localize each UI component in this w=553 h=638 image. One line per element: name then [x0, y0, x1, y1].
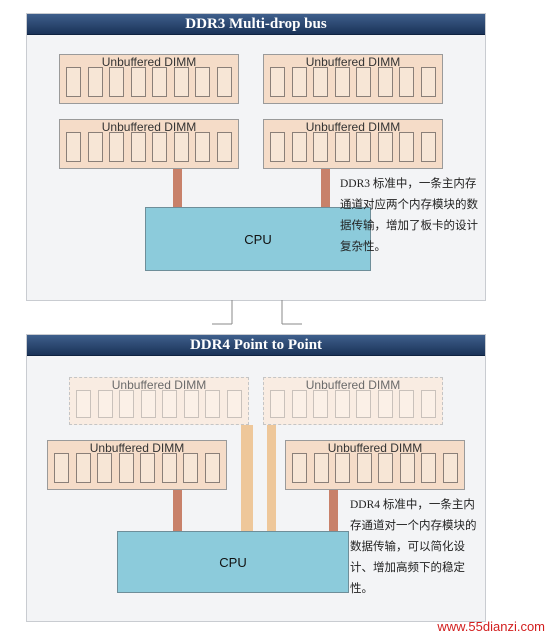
ddr3-bus-left	[173, 169, 182, 207]
memory-chip	[119, 390, 135, 418]
memory-chip	[334, 132, 350, 162]
ddr4-dimm-front-right: Unbuffered DIMM	[285, 440, 465, 490]
cpu-label: CPU	[219, 554, 247, 570]
memory-chip	[54, 453, 70, 483]
memory-chip	[205, 390, 221, 418]
memory-chip	[356, 132, 372, 162]
memory-chip	[87, 132, 103, 162]
memory-chip	[195, 132, 211, 162]
memory-chip	[76, 390, 92, 418]
memory-chip	[313, 67, 329, 97]
ddr3-dimm-top-right: Unbuffered DIMM	[263, 54, 443, 104]
memory-chip	[183, 453, 199, 483]
memory-chip	[118, 453, 134, 483]
memory-chip	[152, 132, 168, 162]
memory-chip	[75, 453, 91, 483]
memory-chip	[421, 453, 437, 483]
memory-chip	[377, 132, 393, 162]
dimm-label: Unbuffered DIMM	[111, 378, 207, 392]
memory-chip	[270, 67, 286, 97]
memory-chip	[66, 67, 82, 97]
memory-chip	[334, 67, 350, 97]
ddr4-dimm-front-left: Unbuffered DIMM	[47, 440, 227, 490]
ddr3-bus-right	[321, 169, 330, 207]
memory-chip	[313, 132, 329, 162]
memory-chip	[140, 390, 156, 418]
ddr3-panel-title: DDR3 Multi-drop bus	[27, 14, 485, 35]
memory-chip	[292, 453, 308, 483]
memory-chip	[335, 453, 351, 483]
dimm-label: Unbuffered DIMM	[327, 441, 423, 455]
memory-chip	[356, 67, 372, 97]
memory-chip	[442, 453, 458, 483]
ddr4-dimm-back-left: Unbuffered DIMM	[69, 377, 249, 425]
dimm-label: Unbuffered DIMM	[101, 120, 197, 134]
memory-chip	[87, 67, 103, 97]
memory-chip	[399, 67, 415, 97]
cpu-label: CPU	[244, 231, 272, 247]
dimm-label: Unbuffered DIMM	[101, 55, 197, 69]
memory-chip	[130, 67, 146, 97]
memory-chip	[216, 67, 232, 97]
ddr4-bus-front-left	[173, 490, 182, 532]
ddr4-panel: DDR4 Point to Point Unbuffered DIMM Unbu…	[26, 334, 486, 622]
memory-chip	[173, 67, 189, 97]
memory-chip	[270, 132, 286, 162]
memory-chip	[313, 453, 329, 483]
memory-chip	[313, 390, 329, 418]
memory-chip	[399, 132, 415, 162]
ddr4-panel-title: DDR4 Point to Point	[27, 335, 485, 356]
memory-chip	[291, 67, 307, 97]
memory-chip	[420, 132, 436, 162]
ddr3-note: DDR3 标准中，一条主内存通道对应两个内存模块的数据传输，增加了板卡的设计复杂…	[340, 178, 478, 253]
memory-chip	[291, 390, 307, 418]
memory-chip	[356, 390, 372, 418]
memory-chip	[377, 67, 393, 97]
dimm-label: Unbuffered DIMM	[305, 55, 401, 69]
memory-chip	[399, 453, 415, 483]
memory-chip	[378, 453, 394, 483]
panel-connector	[212, 300, 302, 325]
memory-chip	[356, 453, 372, 483]
ddr3-dimm-bottom-right: Unbuffered DIMM	[263, 119, 443, 169]
memory-chip	[161, 453, 177, 483]
memory-chip	[109, 67, 125, 97]
memory-chip	[226, 390, 242, 418]
memory-chip	[152, 67, 168, 97]
ddr3-dimm-top-left: Unbuffered DIMM	[59, 54, 239, 104]
memory-chip	[420, 390, 436, 418]
ddr4-note: DDR4 标准中，一条主内存通道对一个内存模块的数据传输，可以简化设计、增加高频…	[350, 499, 477, 595]
memory-chip	[130, 132, 146, 162]
ddr4-cpu: CPU	[117, 531, 349, 593]
memory-chip	[216, 132, 232, 162]
dimm-label: Unbuffered DIMM	[89, 441, 185, 455]
watermark: www.55dianzi.com	[437, 619, 545, 634]
memory-chip	[140, 453, 156, 483]
ddr4-bus-front-right	[329, 490, 338, 532]
memory-chip	[97, 390, 113, 418]
memory-chip	[399, 390, 415, 418]
ddr3-panel: DDR3 Multi-drop bus Unbuffered DIMM Unbu…	[26, 13, 486, 301]
memory-chip	[377, 390, 393, 418]
memory-chip	[183, 390, 199, 418]
memory-chip	[173, 132, 189, 162]
memory-chip	[109, 132, 125, 162]
memory-chip	[97, 453, 113, 483]
ddr4-bus-back-right	[267, 425, 276, 531]
ddr4-bus-back-left-2	[249, 425, 253, 531]
memory-chip	[291, 132, 307, 162]
ddr4-bus-back-left	[241, 425, 250, 531]
memory-chip	[195, 67, 211, 97]
ddr3-cpu: CPU	[145, 207, 371, 271]
memory-chip	[270, 390, 286, 418]
memory-chip	[204, 453, 220, 483]
ddr4-dimm-back-right: Unbuffered DIMM	[263, 377, 443, 425]
memory-chip	[420, 67, 436, 97]
memory-chip	[162, 390, 178, 418]
dimm-label: Unbuffered DIMM	[305, 120, 401, 134]
memory-chip	[334, 390, 350, 418]
ddr3-dimm-bottom-left: Unbuffered DIMM	[59, 119, 239, 169]
memory-chip	[66, 132, 82, 162]
dimm-label: Unbuffered DIMM	[305, 378, 401, 392]
